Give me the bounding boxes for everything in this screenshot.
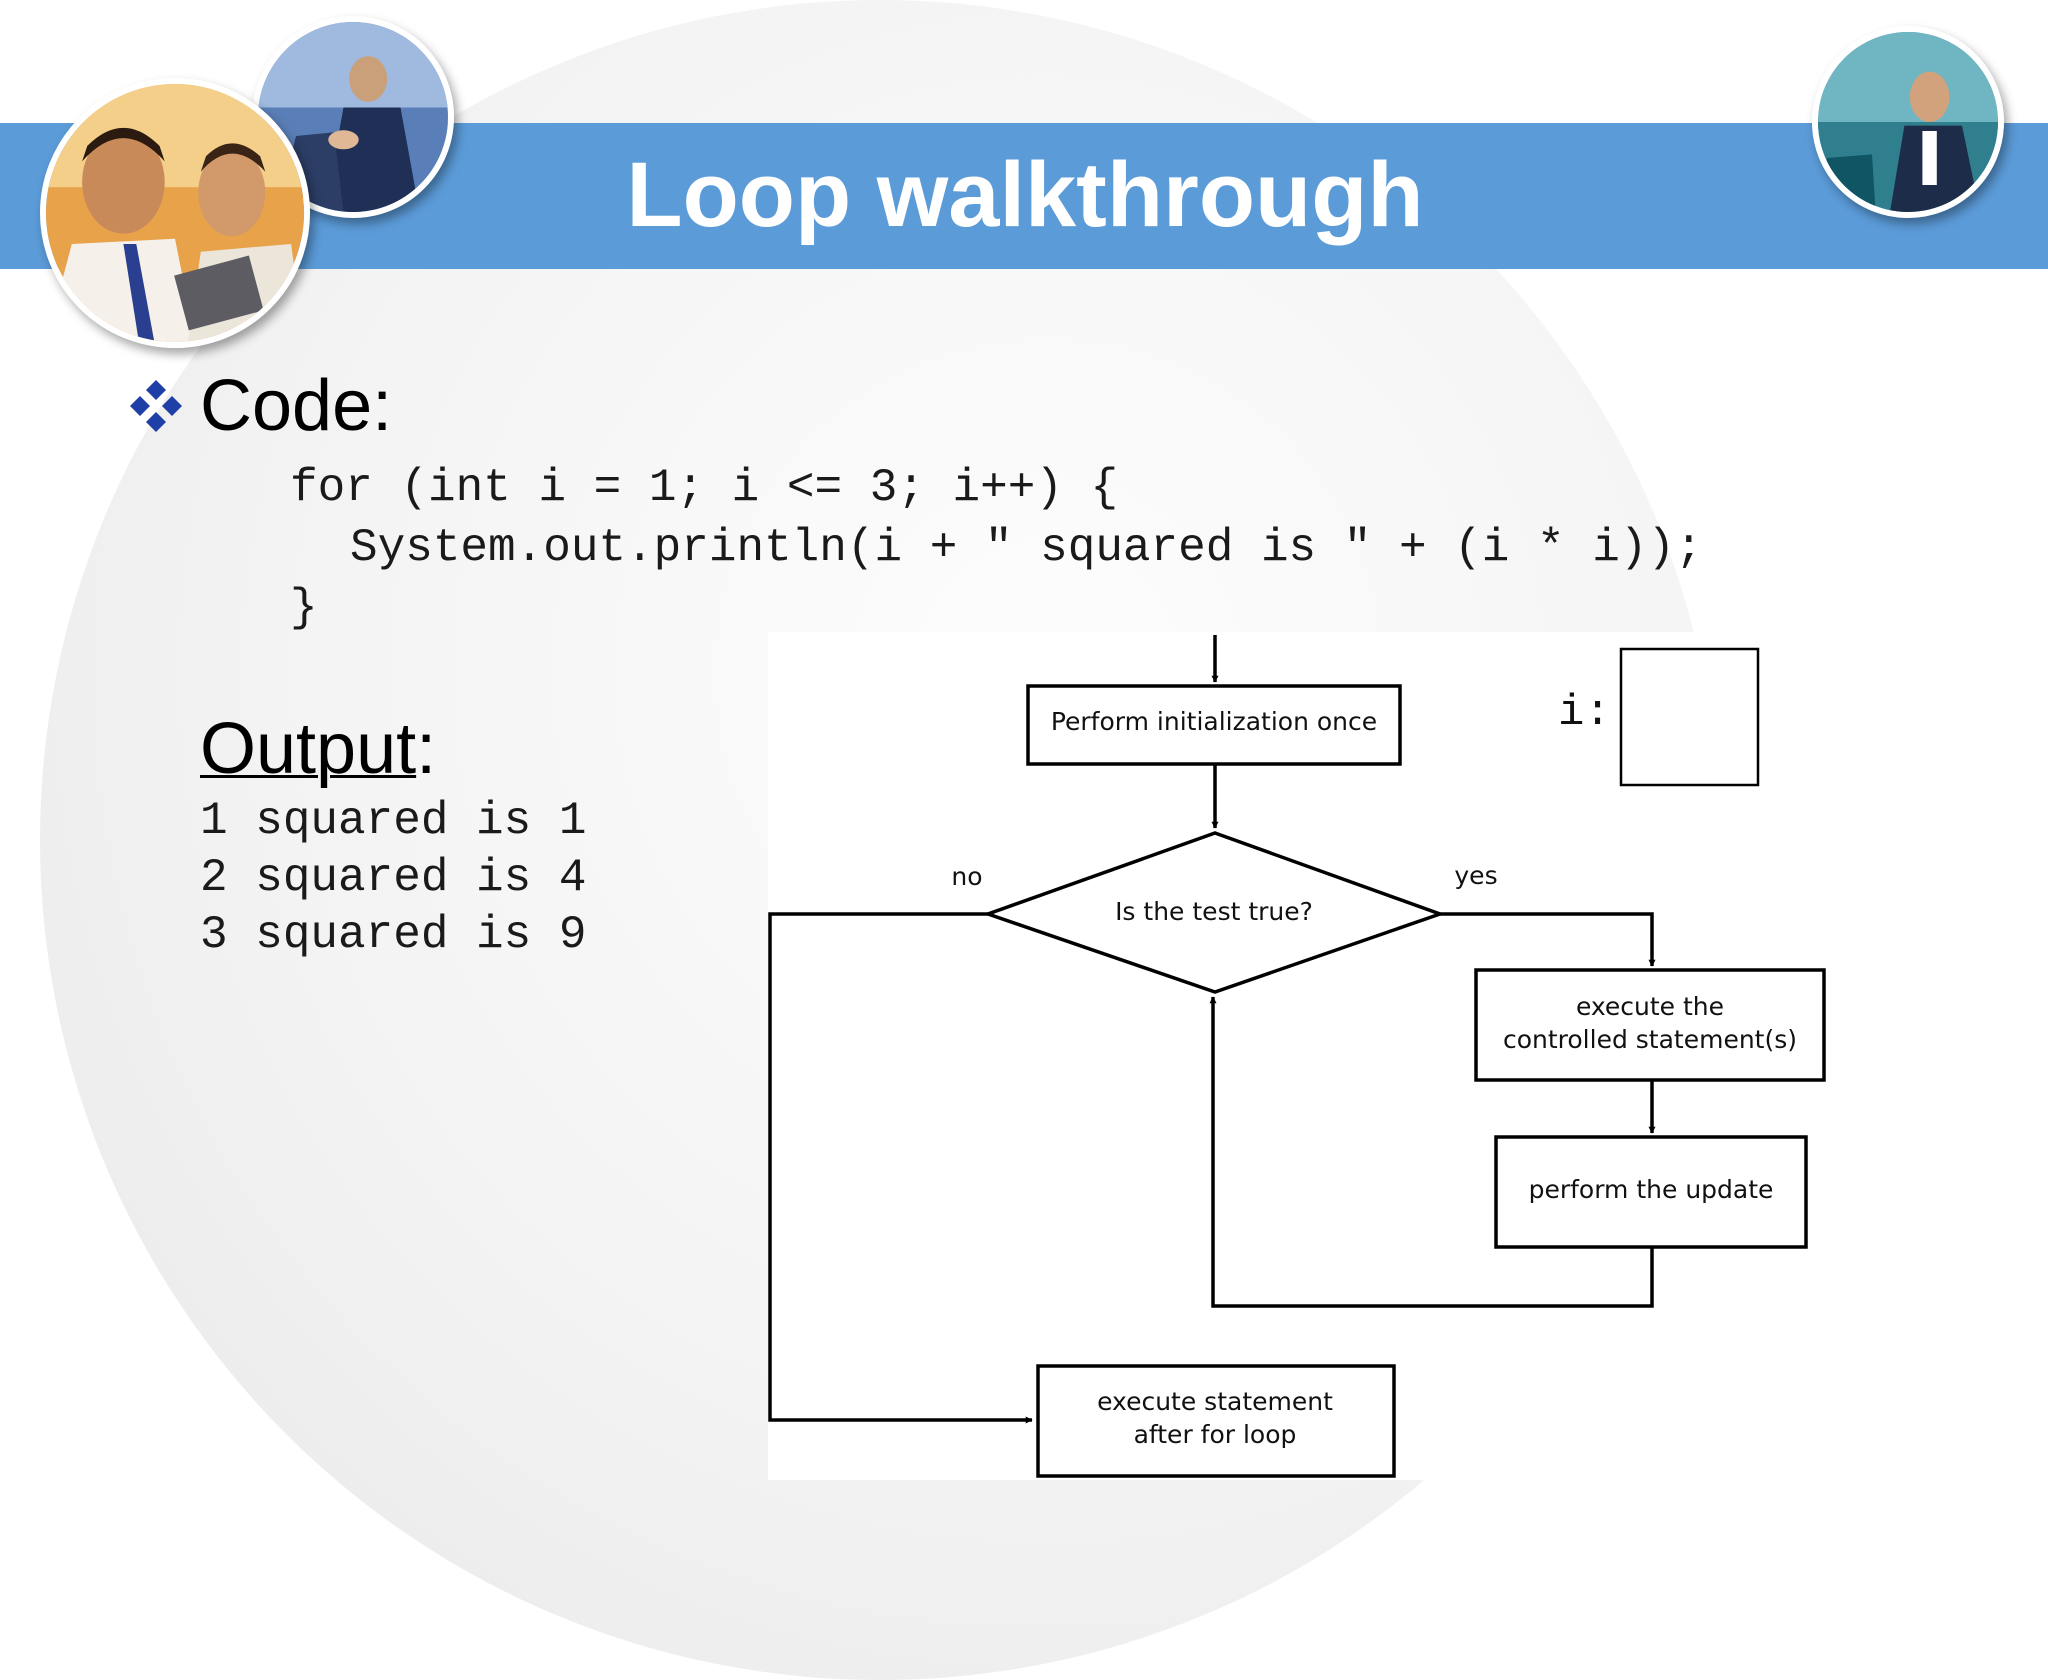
yes-label: yes <box>1454 861 1497 890</box>
slide-title: Loop walkthrough <box>626 144 1424 246</box>
code-line-3: } <box>290 582 318 634</box>
variable-i-label: i: <box>1558 688 1611 738</box>
after-label-line-1: execute statement <box>1097 1387 1333 1416</box>
code-line-1: for (int i = 1; i <= 3; i++) { <box>290 462 1119 514</box>
output-line-2: 2 squared is 4 <box>200 852 587 904</box>
diamond-bullet-icon <box>128 378 184 434</box>
loop-back-arrow <box>1209 996 1654 1308</box>
after-loop-box <box>1036 1364 1396 1478</box>
after-label-line-2: after for loop <box>1134 1420 1297 1449</box>
output-line-1: 1 squared is 1 <box>200 795 587 847</box>
output-heading-colon: : <box>416 709 437 789</box>
output-heading: Output: <box>200 705 436 793</box>
test-diamond <box>982 831 1446 994</box>
yes-arrow <box>1440 912 1656 967</box>
update-box <box>1494 1135 1808 1249</box>
test-label: Is the test true? <box>1115 897 1313 926</box>
body-label-line-2: controlled statement(s) <box>1503 1025 1797 1054</box>
output-line-3: 3 squared is 9 <box>200 909 587 961</box>
meeting-photo <box>1812 26 2004 218</box>
update-label: perform the update <box>1529 1175 1774 1204</box>
no-label: no <box>951 862 982 891</box>
code-line-2: System.out.println(i + " squared is " + … <box>350 522 1703 574</box>
init-label: Perform initialization once <box>1051 707 1377 736</box>
code-heading: Code: <box>200 366 393 446</box>
body-box <box>1474 968 1826 1082</box>
init-box <box>1026 684 1402 766</box>
for-loop-flowchart: Perform initialization once Is the test … <box>768 635 1826 1478</box>
output-heading-text: Output <box>200 709 417 789</box>
no-arrow <box>768 912 1033 1424</box>
body-label-line-1: execute the <box>1576 992 1724 1021</box>
variable-i-box <box>1619 647 1760 787</box>
